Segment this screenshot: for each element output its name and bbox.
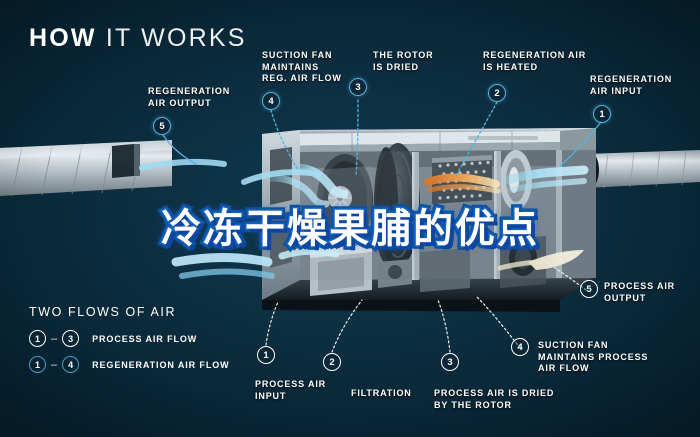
label-regeneration-air-heated: REGENERATION AIR IS HEATED — [483, 50, 587, 72]
label-regeneration-air-output: REGENERATION AIR OUTPUT — [148, 86, 231, 108]
legend-dash: – — [51, 332, 58, 345]
marker-suction-fan-reg[interactable]: 4 — [262, 92, 280, 110]
label-suction-fan-reg: SUCTION FAN MAINTAINS REG. AIR FLOW — [262, 50, 342, 83]
label-suction-fan-process: SUCTION FAN MAINTAINS PROCESS AIR FLOW — [538, 340, 649, 373]
overlay-title: 冷冻干燥果脯的优点 — [160, 205, 539, 254]
label-process-air-dried: PROCESS AIR IS DRIED BY THE ROTOR — [434, 388, 555, 410]
marker-regeneration-air-heated[interactable]: 2 — [488, 84, 506, 102]
legend-dash: – — [51, 358, 58, 371]
label-filtration: FILTRATION — [351, 388, 412, 398]
legend-title: TWO FLOWS OF AIR — [29, 305, 177, 319]
legend-marker-from: 1 — [29, 330, 46, 347]
label-regeneration-air-input: REGENERATION AIR INPUT — [590, 74, 673, 96]
marker-process-air-input[interactable]: 1 — [257, 346, 275, 364]
marker-suction-fan-process[interactable]: 4 — [511, 338, 529, 356]
legend-marker-to: 4 — [62, 356, 80, 373]
label-process-air-output: PROCESS AIR OUTPUT — [604, 281, 676, 303]
label-process-air-input: PROCESS AIR INPUT — [255, 379, 327, 401]
legend-row-regeneration-air: 1 – 4 REGENERATION AIR FLOW — [29, 356, 230, 373]
legend-marker-from: 1 — [29, 356, 46, 373]
marker-regeneration-air-input[interactable]: 1 — [593, 105, 611, 123]
legend-marker-to: 3 — [62, 330, 80, 347]
label-rotor-is-dried: THE ROTOR IS DRIED — [373, 50, 434, 72]
legend-label-regeneration-air-flow: REGENERATION AIR FLOW — [92, 359, 230, 370]
marker-process-air-dried[interactable]: 3 — [441, 353, 459, 371]
legend-label-process-air-flow: PROCESS AIR FLOW — [92, 333, 198, 344]
overlay-title-shadow: 冷冻干燥果脯的优点 — [158, 203, 541, 256]
legend: TWO FLOWS OF AIR 1 – 3 PROCESS AIR FLOW … — [29, 305, 230, 382]
marker-filtration[interactable]: 2 — [323, 353, 341, 371]
marker-regeneration-air-output[interactable]: 5 — [153, 117, 171, 135]
marker-rotor-is-dried[interactable]: 3 — [349, 78, 367, 96]
marker-process-air-output[interactable]: 5 — [580, 280, 598, 298]
legend-row-process-air: 1 – 3 PROCESS AIR FLOW — [29, 330, 230, 347]
page-title-bold: HOW — [29, 24, 97, 52]
page-title-light: IT WORKS — [105, 24, 247, 52]
page-title: HOW IT WORKS — [29, 24, 247, 53]
